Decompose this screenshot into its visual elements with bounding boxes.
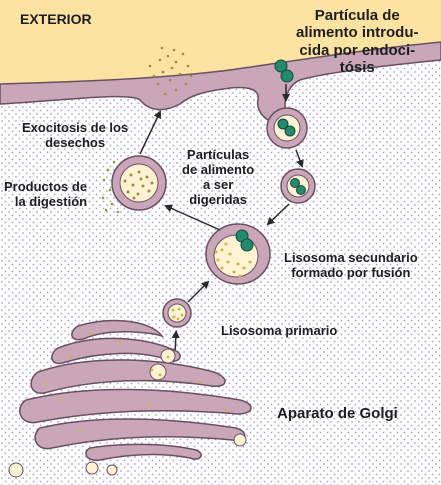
secreted-waste-dots xyxy=(148,46,193,96)
label-food-particle-endocytosis: Partícula de alimento introdu- cida por … xyxy=(296,7,419,76)
secondary-lysosome xyxy=(205,223,271,285)
label-digestion-products: Productos de la digestión xyxy=(4,179,88,209)
arrow-primary-to-secondary xyxy=(187,280,210,303)
primary-lysosome xyxy=(162,298,192,328)
golgi-apparatus xyxy=(19,319,252,461)
phagosome xyxy=(280,168,316,204)
endocytic-vesicle-forming xyxy=(266,107,308,149)
label-secondary-lysosome: Lisosoma secundario formado por fusión xyxy=(284,250,418,280)
label-golgi-apparatus: Aparato de Golgi xyxy=(277,405,398,422)
golgi-vesicles xyxy=(8,348,247,478)
digestion-products xyxy=(101,160,120,214)
exterior-region xyxy=(0,0,441,84)
arrow-to-digestion xyxy=(164,204,221,231)
food-particle-outside xyxy=(274,59,294,83)
label-primary-lysosome: Lisosoma primario xyxy=(221,323,338,338)
arrow-exocytosis xyxy=(139,110,162,155)
label-food-particles-to-digest: Partículas de alimento a ser digeridas xyxy=(182,147,255,207)
digestive-vacuole xyxy=(111,155,167,211)
label-exterior: EXTERIOR xyxy=(20,11,92,27)
arrow-vesicle-down xyxy=(295,149,304,168)
golgi-enzyme-dots xyxy=(44,332,228,432)
label-exocytosis: Exocitosis de los desechos xyxy=(22,120,129,150)
arrow-to-fusion xyxy=(266,203,290,226)
